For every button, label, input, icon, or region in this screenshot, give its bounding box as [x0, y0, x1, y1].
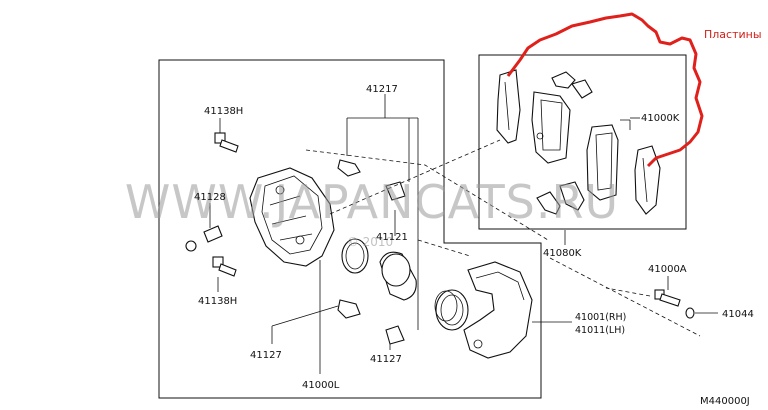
callout-41011-lh: 41011(LH) [575, 325, 625, 336]
bolt-bottom [212, 256, 237, 277]
diagram-code: M440000J [700, 396, 750, 407]
callout-41138h-bottom: 41138H [198, 296, 237, 307]
callout-41128: 41128 [194, 192, 226, 203]
callout-41001-rh: 41001(RH) [575, 312, 626, 323]
callout-41138h-top: 41138H [204, 106, 243, 117]
guide-pins [337, 159, 406, 345]
watermark-text: WWW.JAPANCATS.RU [125, 175, 619, 229]
leader-lines [209, 94, 718, 374]
annotation-highlight-line [506, 12, 704, 168]
callout-41121: 41121 [376, 232, 408, 243]
brake-pad-group [496, 69, 661, 215]
dust-boot [434, 289, 469, 331]
callout-41127-right: 41127 [370, 354, 402, 365]
callout-41000k: 41000K [641, 113, 680, 124]
retainer-clips [536, 181, 585, 245]
annotation-label: Пластины [704, 28, 762, 41]
piston-seal [341, 238, 369, 274]
watermark-date: © 2010 [347, 235, 393, 249]
caliper-bracket [463, 261, 533, 359]
piston [379, 251, 417, 301]
bolt-top [214, 132, 239, 153]
caliper-assembly-frame [158, 59, 542, 399]
bleeder-screw [185, 225, 223, 252]
callout-41217: 41217 [366, 84, 398, 95]
callout-41000l: 41000L [302, 380, 340, 391]
bolt-41000a [605, 287, 695, 319]
caliper-body [249, 167, 335, 267]
callout-41127-left: 41127 [250, 350, 282, 361]
pad-kit-frame [478, 54, 687, 230]
callout-41080k: 41080K [543, 248, 582, 259]
callout-41044: 41044 [722, 309, 754, 320]
callout-41000a: 41000A [648, 264, 687, 275]
